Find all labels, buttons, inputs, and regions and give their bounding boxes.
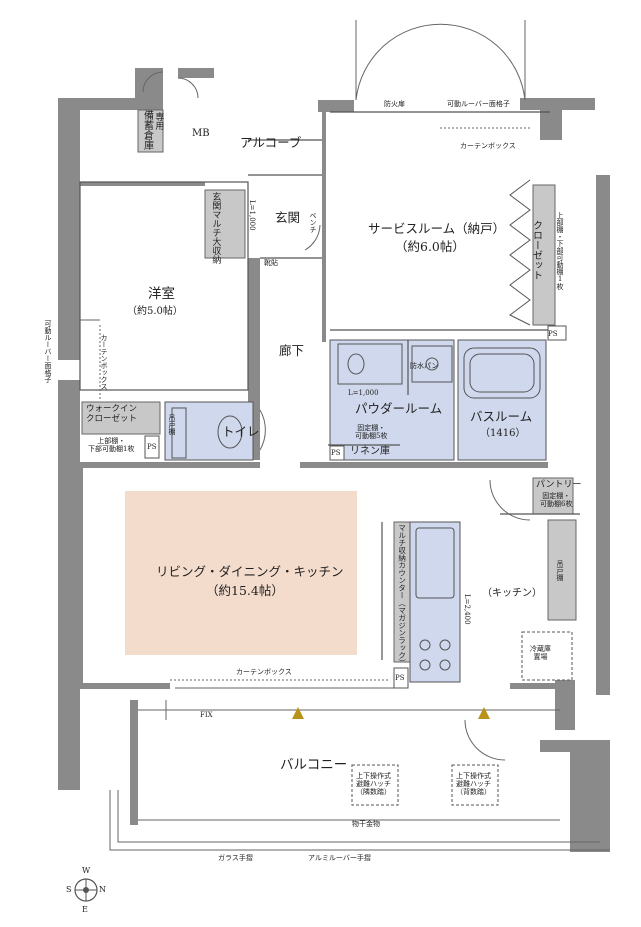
shoe-storage-label: 靴貼 <box>264 259 278 267</box>
partitions <box>79 111 580 660</box>
glass-rail-label: ガラス手摺 <box>218 854 253 862</box>
compass-w: W <box>82 866 91 875</box>
curtain-boxes <box>99 127 530 681</box>
entrance-label: 玄関 <box>275 210 301 225</box>
louver-left-label: 可動ルーバー面格子 <box>44 320 53 383</box>
compass-e: E <box>82 905 88 914</box>
drying-label: 物干金物 <box>352 820 380 828</box>
multi-counter-label: マルチ収納カウンター（マガジンラック） <box>397 524 407 667</box>
western-room-label: 洋室 <box>148 286 175 302</box>
curtain-box-left-label: カーテンボックス <box>100 334 109 390</box>
closet-label: クローゼット <box>530 220 542 280</box>
pantry-shelf-label: 固定棚・ 可動棚6枚 <box>540 492 573 509</box>
wic-shelf-label: 上部棚・ 下部可動棚1枚 <box>88 437 135 454</box>
hatch1-label: 上下操作式 避難ハッチ （隣数踏） <box>356 772 391 797</box>
storage-label: 備蓄倉庫 <box>141 110 153 150</box>
ps-label-1: PS <box>548 330 558 338</box>
fire-door-label: 防火扉 <box>384 100 405 108</box>
entry-arrows <box>292 707 490 719</box>
louver-top-label: 可動ルーバー面格子 <box>447 100 510 108</box>
waterproof-pan-label: 防水パン <box>410 362 439 370</box>
l1000-powder-label: L=1,000 <box>348 389 379 397</box>
fixtures <box>171 343 573 806</box>
fridge-label: 冷蔵庫 置場 <box>530 645 551 662</box>
ps-label-2: PS <box>147 443 157 451</box>
ps-label-3: PS <box>331 449 341 457</box>
walk-in-closet-label: ウォークイン クローゼット <box>86 404 138 424</box>
pantry-label: パントリー <box>536 480 582 490</box>
ldk-size: （約15.4帖） <box>206 583 284 598</box>
balcony-rail <box>109 687 610 851</box>
closet-shelf-label: 上部棚・下部可動棚1枚 <box>556 212 565 290</box>
service-room-size: （約6.0帖） <box>395 239 465 254</box>
compass <box>74 878 98 902</box>
alum-rail-label: アルミルーバー手摺 <box>308 854 371 862</box>
balcony-label: バルコニー <box>280 757 348 773</box>
curtain-box-ldk-label: カーテンボックス <box>236 668 292 676</box>
ps-boxes <box>144 325 567 689</box>
entrance-storage-label: 玄関マルチ大収納 <box>210 192 221 264</box>
bathroom-size: （1416） <box>480 428 526 439</box>
bathroom-label: バスルーム <box>470 409 533 424</box>
bench-label: ベンチ <box>309 212 318 233</box>
corridor-label: 廊下 <box>279 343 305 358</box>
kitchen-cabinet-label: 吊戸棚 <box>556 560 565 581</box>
door-swings <box>80 20 531 761</box>
wet-areas <box>164 339 547 683</box>
toilet-label: トイレ <box>222 424 260 439</box>
hatch2-label: 上下操作式 避難ハッチ （背数踏） <box>456 772 491 797</box>
western-room-size: （約5.0帖） <box>127 306 183 317</box>
l2400-label: L=2,400 <box>463 594 472 625</box>
compass-s: S <box>66 885 72 894</box>
alcove-label: アルコーブ <box>240 135 302 150</box>
ldk-label: リビング・ダイニング・キッチン <box>156 564 344 579</box>
closet-doors <box>509 179 531 326</box>
l1000-entrance-label: L=1,000 <box>248 200 257 231</box>
toilet-cabinet-label: 吊戸棚 <box>168 414 177 435</box>
storage-prefix-label: 専用 <box>153 112 164 130</box>
fix-label: FIX <box>200 711 213 719</box>
ldk-floor <box>125 491 357 655</box>
kitchen-label: （キッチン） <box>482 588 542 599</box>
compass-n: N <box>99 885 106 894</box>
linen-label: リネン庫 <box>350 446 390 457</box>
fixed-shelf-label: 固定棚・ 可動棚5枚 <box>355 424 388 441</box>
powder-room-label: パウダールーム <box>355 401 443 416</box>
service-room-label: サービスルーム（納戸） <box>368 221 506 236</box>
ps-label-4: PS <box>395 674 405 682</box>
mb-label: MB <box>192 128 210 139</box>
walls <box>58 68 610 852</box>
curtain-box-top-label: カーテンボックス <box>460 142 516 150</box>
